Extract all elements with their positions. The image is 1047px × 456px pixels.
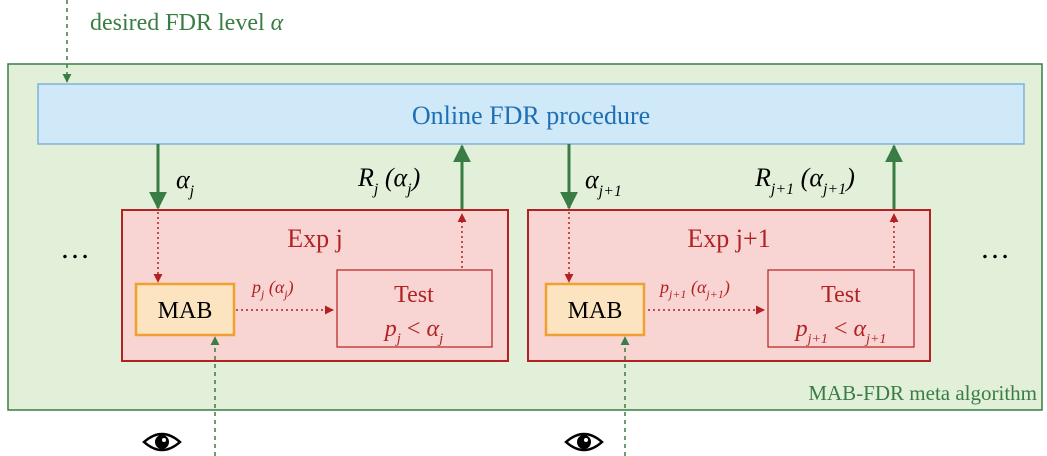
mab-box-j <box>134 282 236 337</box>
test-condition-j1: pj+1 < αj+1 <box>794 316 887 347</box>
input-label: desired FDR level α <box>90 10 284 36</box>
test-title-j1: Test <box>821 282 861 308</box>
test-box-j <box>336 269 493 348</box>
experiment-title-j1: Exp j+1 <box>687 224 770 253</box>
mab-label-j1: MAB <box>568 298 623 324</box>
mab-box-j1 <box>544 282 646 337</box>
p-value-label-j1: pj+1 (αj+1) <box>658 277 730 301</box>
mab-label-j: MAB <box>158 298 213 324</box>
eye-icon <box>142 432 182 452</box>
result-label-j: Rj (αj) <box>357 163 420 198</box>
p-value-label-j: pj (αj) <box>250 277 294 301</box>
ellipsis-right: … <box>980 232 1010 265</box>
test-condition-j: pj < αj <box>383 316 444 347</box>
test-title-j: Test <box>394 282 434 308</box>
alpha-label-j1: αj+1 <box>585 165 622 200</box>
meta-algorithm-label: MAB-FDR meta algorithm <box>808 381 1037 405</box>
ellipsis-left: … <box>60 232 90 265</box>
online-procedure-label: Online FDR procedure <box>412 101 650 130</box>
experiment-title-j: Exp j <box>287 224 343 253</box>
online-procedure-box <box>37 83 1025 145</box>
experiment-j-plus-1: αj+1 Rj+1 (αj+1) Exp j+1 MAB pj+1 (αj+1)… <box>527 144 931 456</box>
result-label-j1: Rj+1 (αj+1) <box>754 163 855 198</box>
alpha-label-j: αj <box>176 165 195 200</box>
test-box-j1 <box>767 269 915 348</box>
eye-icon <box>564 432 604 452</box>
experiment-j: αj Rj (αj) Exp j MAB pj (αj) Test pj < α… <box>121 144 509 456</box>
